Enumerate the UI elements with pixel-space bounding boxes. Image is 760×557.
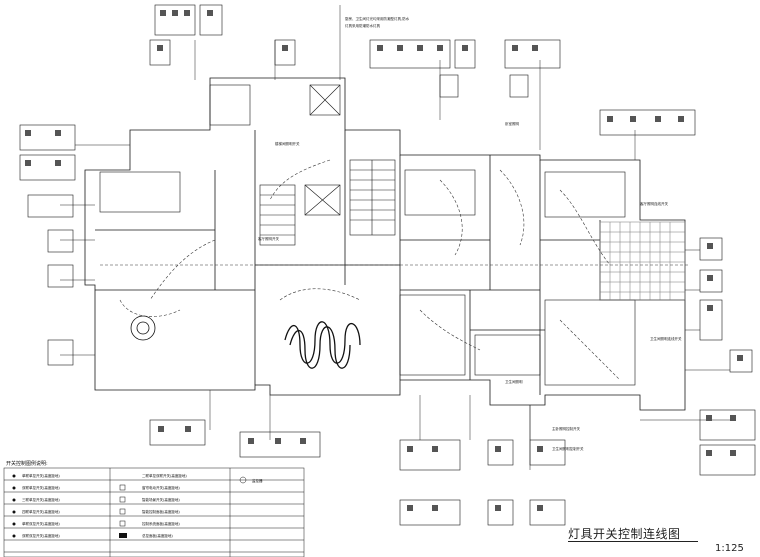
note-right-c: 卧室照明 bbox=[505, 121, 519, 126]
legend-entry: 双联双控开关(高度距地) bbox=[22, 533, 60, 538]
title-underline bbox=[568, 541, 698, 542]
legend-entry: 二联单控双联开关(高度距地) bbox=[142, 473, 187, 478]
note-bottom-b: 卫生间照明控制开关 bbox=[552, 446, 584, 451]
note-right-d: 卫生间照明 bbox=[505, 379, 523, 384]
note-corridor: 楼梯间照明开关 bbox=[275, 141, 300, 146]
legend-entry: 双联单控开关(高度距地) bbox=[22, 485, 60, 490]
legend-entry: 三联单控开关(高度距地) bbox=[22, 497, 60, 502]
legend-entry: 四联单控开关(高度距地) bbox=[22, 509, 60, 514]
note-top2: 灯具采用防潮防水灯具 bbox=[345, 23, 380, 28]
legend-entry: 窗帘电动开关(高度距地) bbox=[142, 485, 180, 490]
note-right-a: 客厅照明连线开关 bbox=[640, 201, 668, 206]
legend-entry: 控制系统面板(高度距地) bbox=[142, 521, 180, 526]
note-bottom-a: 主卧照明控制开关 bbox=[552, 426, 580, 431]
legend-entry: 智能场景开关(高度距地) bbox=[142, 497, 180, 502]
legend-title: 开关控制图例说明: bbox=[6, 461, 48, 467]
legend-entry: 单联双控开关(高度距地) bbox=[22, 521, 60, 526]
legend-entry: 智能控制面板(高度距地) bbox=[142, 509, 180, 514]
note-right-b: 卫生间照明连线开关 bbox=[650, 336, 682, 341]
note-living: 客厅照明开关 bbox=[258, 236, 279, 241]
legend-entry: 总控面板(高度距地) bbox=[142, 533, 173, 538]
drawing-title: 灯具开关控制连线图 bbox=[568, 527, 681, 541]
legend-entry: 单联单控开关(高度距地) bbox=[22, 473, 60, 478]
note-top: 厨房、卫生间灯光均采用防潮型灯具,防水 bbox=[345, 16, 410, 21]
legend-entry: 监控器 bbox=[252, 478, 263, 483]
drawing-scale: 1:125 bbox=[715, 543, 744, 554]
